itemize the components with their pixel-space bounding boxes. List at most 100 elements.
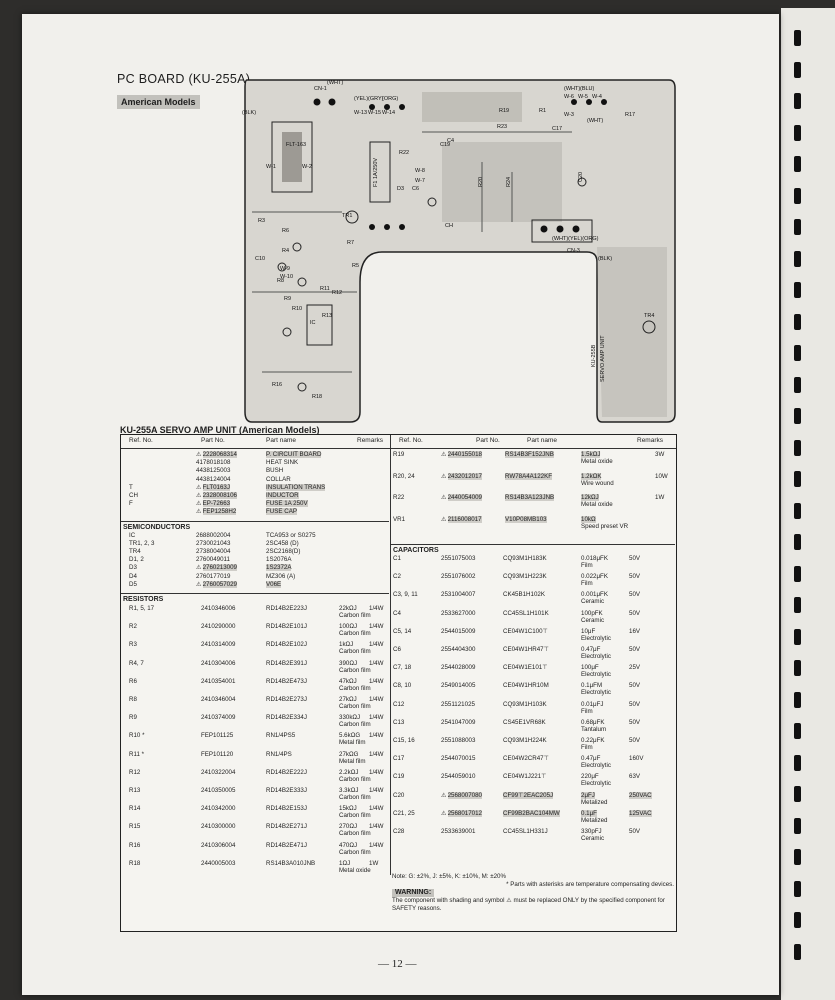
ref-cell-text: R13 [129, 787, 141, 794]
part-name-cell: RD14B2E471J [266, 842, 307, 849]
type-cell-text: Carbon film [339, 812, 371, 820]
part-no-cell-text: 2410306004 [201, 841, 236, 849]
part-no-cell: FEP101120 [201, 751, 233, 758]
part-name-cell: P. CIRCUIT BOARD [266, 451, 322, 458]
voltage-cell: 50V [629, 737, 641, 744]
part-no-cell-text: 2738004004 [196, 548, 231, 555]
type-cell: Metal film [339, 758, 365, 765]
part-no-cell: ⚠2432012017 [441, 472, 482, 480]
watt-cell: 1/4W [369, 787, 383, 794]
pcb-label: R18 [312, 394, 322, 400]
binding-ring [794, 754, 801, 771]
pcb-label: SERVO AMP UNIT [600, 335, 606, 382]
part-no-cell: ⚠2328008106 [196, 492, 237, 499]
pcb-label: W-9 [280, 266, 290, 272]
pcb-label: R7 [347, 240, 354, 246]
value-cell: 27kΩJ [339, 696, 357, 703]
type-cell: Film [581, 744, 593, 751]
part-name-cell: CC45SL1H331J [503, 828, 548, 835]
part-no-cell: ⚠FEP1258H2 [196, 508, 237, 516]
part-name-cell: CQ93M1H183K [503, 555, 547, 562]
type-cell-text: Electrolytic [581, 653, 611, 660]
pcb-label: C20 [578, 172, 584, 182]
ref-cell: CH [129, 492, 138, 499]
part-name-cell: INSULATION TRANS [266, 483, 326, 491]
part-name-cell: CQ93M1H103K [503, 701, 547, 708]
value-cell: 27kΩG [339, 751, 358, 758]
voltage-cell-text: 63V [629, 773, 641, 781]
part-name-cell-text: CE04W2CR47⊤ [503, 755, 549, 763]
part-no-cell: 2760049011 [196, 557, 230, 563]
page-subtitle: American Models [117, 95, 200, 109]
value-cell: 5.6kΩG [339, 733, 360, 739]
pcb-label: (YEL) [354, 96, 368, 102]
pcb-label: R11 [320, 286, 330, 292]
ref-cell: R6 [129, 678, 137, 685]
value-cell-text: 0.1μF [581, 809, 597, 817]
part-name-cell: TCA953 or S0275 [266, 532, 316, 539]
pcb-label: R20 [478, 177, 484, 187]
value-cell: 100ΩJ [339, 624, 357, 630]
part-no-cell: 2533627000 [441, 610, 475, 617]
binding-ring [794, 408, 801, 424]
pcb-label: W-6 [564, 94, 574, 100]
part-name-cell: 1S2076A [266, 557, 291, 563]
type-cell-text: Tantalum [581, 725, 607, 733]
watt-cell-text: 1/4W [369, 677, 384, 685]
part-no-cell: 2551075003 [441, 555, 475, 562]
watt-cell: 1/4W [369, 751, 383, 758]
ref-cell: R20, 24 [393, 473, 415, 480]
watt-cell: 3W [655, 451, 665, 458]
binding-ring [794, 219, 801, 235]
part-no-cell: ⚠2228068314 [196, 451, 237, 458]
part-name-cell: RD14B2E273J [266, 696, 307, 703]
watt-cell: 1/4W [369, 696, 383, 703]
ref-cell: C1 [393, 555, 401, 562]
part-no-cell-text: 2410314009 [201, 641, 236, 649]
part-no-cell-text: 2410304006 [201, 659, 236, 667]
ref-cell: C2 [393, 574, 401, 580]
value-cell-text: 1kΩJ [339, 641, 354, 649]
part-no-cell: 2551088003 [441, 737, 475, 744]
type-cell: Metalized [581, 798, 608, 806]
voltage-cell: 125VAC [629, 809, 652, 817]
part-no-cell-text: 2688002004 [196, 531, 231, 539]
ref-cell-text: VR1 [393, 515, 406, 523]
type-cell: Film [581, 581, 593, 587]
ref-cell: C12 [393, 701, 404, 708]
part-name-cell: RD14B2E271J [266, 824, 307, 830]
pcb-label: TR1 [342, 213, 352, 219]
part-name-cell-text: CK45B1H102K [503, 591, 545, 599]
binding-ring [794, 376, 801, 393]
value-cell: 10kΩ [581, 515, 596, 523]
watt-cell-text: 1/4W [369, 659, 384, 667]
ref-cell: C7, 18 [393, 665, 411, 671]
pcb-label: R23 [497, 124, 507, 130]
part-no-cell-text: FEP1258H2 [202, 508, 237, 516]
parts-list-title: KU-255A SERVO AMP UNIT (American Models) [120, 425, 320, 435]
type-cell-text: Metalized [581, 798, 608, 806]
value-cell-text: 100μF [581, 664, 599, 672]
part-name-cell: RD14B2E153J [266, 806, 307, 812]
part-name-cell: CF99⊤2EAC205J [503, 791, 554, 799]
value-cell-text: 100pFK [581, 609, 603, 617]
part-no-cell-text: 2544059010 [441, 773, 476, 781]
tolerance-note: Note: G: ±2%, J: ±5%, K: ±10%, M: ±20% [392, 873, 507, 880]
watt-cell-text: 1/4W [369, 714, 384, 722]
voltage-cell-text: 50V [629, 737, 641, 744]
value-cell-text: 2.2kΩJ [339, 768, 359, 776]
type-cell: Carbon film [339, 849, 371, 856]
ref-cell: D5 [129, 581, 137, 588]
ref-cell-text: C2 [393, 573, 401, 581]
watt-cell-text: 3W [655, 451, 665, 458]
value-cell-text: 100ΩJ [339, 623, 358, 631]
part-no-cell: 2549014005 [441, 683, 475, 689]
part-no-cell-text: 2531004007 [441, 591, 476, 599]
type-cell-text: Electrolytic [581, 671, 611, 679]
ref-cell-text: C28 [393, 828, 405, 835]
part-no-cell-text: 2544070015 [441, 755, 476, 763]
ref-cell: R8 [129, 696, 137, 703]
voltage-cell-text: 50V [629, 646, 641, 653]
value-cell-text: 470ΩJ [339, 841, 358, 849]
ref-cell-text: R14 [129, 805, 141, 813]
